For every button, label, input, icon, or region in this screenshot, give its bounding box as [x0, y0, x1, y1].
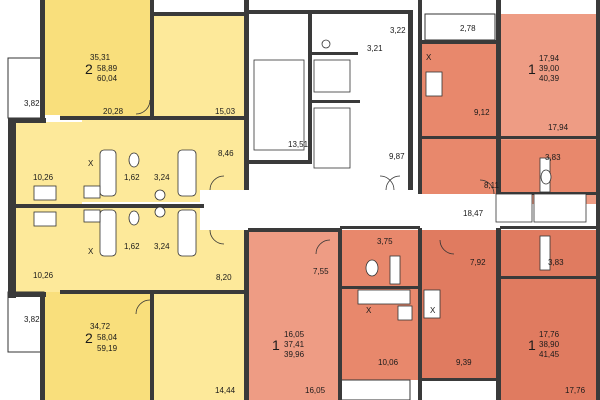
room-area-label: 13,51 — [288, 140, 309, 149]
room-area-label: 10,26 — [33, 173, 54, 182]
apt-top-left-room-15 — [152, 14, 244, 117]
room-area-label: 2,78 — [460, 24, 476, 33]
room-area-label: 17,94 — [548, 123, 569, 132]
apt-total-area: 39,00 — [539, 64, 560, 73]
room-area-label: 3,24 — [154, 242, 170, 251]
room-area-label: 8,11 — [484, 181, 500, 190]
room-area-label: 14,44 — [215, 386, 236, 395]
apt-total-balcony-area: 39,96 — [284, 350, 305, 359]
room-area-label: 16,05 — [305, 386, 326, 395]
room-area-label: 9,12 — [474, 108, 490, 117]
apartment-summaries: 35,31 2 58,89 60,04 17,94 1 39,00 40,39 … — [85, 53, 560, 359]
apt-bottom-left-room-main — [44, 292, 150, 400]
apt-total-area: 37,41 — [284, 340, 305, 349]
x-mark: X — [426, 53, 432, 62]
doors — [135, 99, 495, 315]
x-mark: X — [88, 247, 94, 256]
room-area-label: 17,76 — [565, 386, 586, 395]
room-area-label: 3,82 — [24, 315, 40, 324]
apt-total-area: 58,89 — [97, 64, 118, 73]
room-area-label: 3,83 — [545, 153, 561, 162]
room-labels: 3,82 20,28 15,03 10,26 8,46 1,62 3,24 1,… — [24, 24, 586, 395]
room-area-label: 3,75 — [377, 237, 393, 246]
apt-top-left-room-20 — [60, 90, 152, 118]
room-area-label: 9,87 — [389, 152, 405, 161]
room-area-label: 7,92 — [470, 258, 486, 267]
apt-room-count: 2 — [85, 330, 93, 346]
room-area-label: 3,21 — [367, 44, 383, 53]
balcony-bottom-left — [7, 291, 45, 353]
x-mark: X — [366, 306, 372, 315]
x-mark: X — [430, 306, 436, 315]
apt-total-area: 38,90 — [539, 340, 560, 349]
apt-living-area: 34,72 — [90, 322, 111, 331]
apt-bottom-mid-room — [248, 230, 340, 400]
room-area-label: 7,55 — [313, 267, 329, 276]
walls — [8, 0, 600, 400]
room-area-label: 20,28 — [103, 107, 124, 116]
room-area-label: 9,39 — [456, 358, 472, 367]
apt-room-count: 2 — [85, 61, 93, 77]
x-mark: X — [88, 159, 94, 168]
balcony-top-left — [7, 57, 45, 119]
room-area-label: 1,62 — [124, 173, 140, 182]
apt-living-area: 17,76 — [539, 330, 560, 339]
apt-bottom-left-room-14 — [152, 292, 244, 400]
room-area-label: 10,26 — [33, 271, 54, 280]
apt-room-count: 1 — [528, 337, 536, 353]
apt-living-area: 16,05 — [284, 330, 305, 339]
apt-living-area: 17,94 — [539, 54, 560, 63]
apt-room-count: 1 — [528, 61, 536, 77]
room-area-label: 3,24 — [154, 173, 170, 182]
room-area-label: 10,06 — [378, 358, 399, 367]
apt-total-balcony-area: 60,04 — [97, 74, 118, 83]
room-area-label: 1,62 — [124, 242, 140, 251]
room-area-label: 3,83 — [548, 258, 564, 267]
apt-room-count: 1 — [272, 337, 280, 353]
room-area-label: 15,03 — [215, 107, 236, 116]
x-marks: X X X X X — [88, 53, 436, 315]
room-area-label: 8,46 — [218, 149, 234, 158]
room-area-label: 3,82 — [24, 99, 40, 108]
apt-living-area: 35,31 — [90, 53, 111, 62]
balcony-bottom-mid — [339, 379, 411, 400]
fixtures — [33, 39, 587, 321]
room-area-label: 18,47 — [463, 209, 484, 218]
apt-bottom-mid-kitchen — [340, 230, 420, 380]
apt-total-balcony-area: 40,39 — [539, 74, 560, 83]
apt-total-balcony-area: 59,19 — [97, 344, 118, 353]
room-area-label: 8,20 — [216, 273, 232, 282]
apt-top-right-hall — [420, 138, 500, 194]
apt-total-balcony-area: 41,45 — [539, 350, 560, 359]
room-area-label: 3,22 — [390, 26, 406, 35]
apt-total-area: 58,04 — [97, 333, 118, 342]
